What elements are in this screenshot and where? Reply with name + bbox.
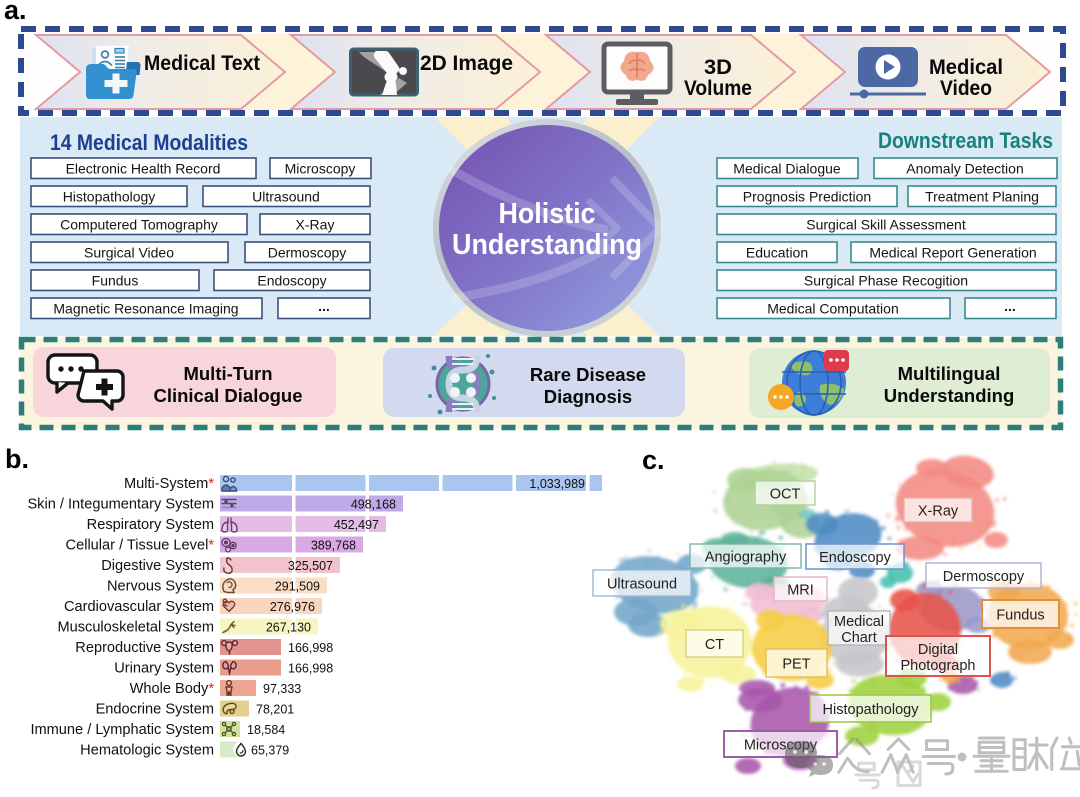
svg-text:Urinary System: Urinary System — [114, 661, 214, 677]
svg-text:Endocrine System: Endocrine System — [96, 702, 214, 718]
svg-text:325,507: 325,507 — [288, 559, 333, 573]
svg-text:Respiratory System: Respiratory System — [87, 517, 214, 533]
svg-text:Medical Text: Medical Text — [144, 52, 260, 75]
svg-text:Medical Report Generation: Medical Report Generation — [869, 245, 1036, 261]
svg-text:Magnetic Resonance Imaging: Magnetic Resonance Imaging — [53, 301, 238, 317]
svg-text:Medical Computation: Medical Computation — [767, 301, 899, 317]
svg-text:Endoscopy: Endoscopy — [819, 550, 891, 566]
svg-text:Digestive System: Digestive System — [101, 558, 214, 574]
svg-text:Computered Tomography: Computered Tomography — [60, 217, 218, 233]
svg-text:Understanding: Understanding — [452, 229, 642, 261]
svg-text:Immune / Lymphatic System: Immune / Lymphatic System — [30, 722, 214, 738]
svg-text:18,584: 18,584 — [247, 723, 285, 737]
svg-text:CT: CT — [705, 637, 724, 653]
svg-text:Chart: Chart — [841, 630, 876, 646]
svg-text:Volume: Volume — [684, 77, 752, 100]
svg-text:Reproductive System: Reproductive System — [75, 640, 214, 656]
svg-text:Electronic Health Record: Electronic Health Record — [66, 161, 221, 177]
svg-text:78,201: 78,201 — [256, 703, 294, 717]
svg-text:...: ... — [1004, 298, 1016, 314]
svg-text:Rare Disease: Rare Disease — [530, 364, 646, 385]
svg-text:Downstream Tasks: Downstream Tasks — [878, 128, 1053, 153]
svg-text:Histopathology: Histopathology — [823, 702, 920, 718]
svg-text:Endoscopy: Endoscopy — [257, 273, 326, 289]
svg-text:1,033,989: 1,033,989 — [529, 477, 585, 491]
svg-text:389,768: 389,768 — [311, 539, 356, 553]
svg-text:Multi-System*: Multi-System* — [124, 476, 214, 492]
svg-text:166,998: 166,998 — [288, 641, 333, 655]
svg-text:Whole Body*: Whole Body* — [130, 681, 215, 697]
svg-text:Digital: Digital — [918, 642, 958, 658]
svg-text:Angiography: Angiography — [705, 550, 787, 566]
svg-text:OCT: OCT — [770, 487, 801, 503]
svg-text:276,976: 276,976 — [270, 600, 315, 614]
svg-text:X-Ray: X-Ray — [296, 217, 335, 233]
svg-text:291,509: 291,509 — [275, 580, 320, 594]
svg-text:Diagnosis: Diagnosis — [544, 386, 632, 407]
svg-text:c.: c. — [642, 445, 665, 475]
svg-text:Anomaly Detection: Anomaly Detection — [906, 161, 1024, 177]
svg-text:Musculoskeletal System: Musculoskeletal System — [57, 620, 214, 636]
svg-text:Multilingual: Multilingual — [898, 363, 1001, 384]
svg-text:Histopathology: Histopathology — [63, 189, 156, 205]
svg-text:Microscopy: Microscopy — [285, 161, 356, 177]
svg-text:Holistic: Holistic — [499, 198, 596, 230]
svg-text:Surgical Phase Recogition: Surgical Phase Recogition — [804, 273, 968, 289]
svg-text:Understanding: Understanding — [884, 385, 1015, 406]
svg-text:Hematologic System: Hematologic System — [80, 743, 214, 759]
svg-text:Medical Dialogue: Medical Dialogue — [733, 161, 841, 177]
svg-text:Cellular / Tissue Level*: Cellular / Tissue Level* — [66, 538, 215, 554]
svg-text:Ultrasound: Ultrasound — [607, 577, 677, 593]
svg-text:...: ... — [318, 298, 330, 314]
svg-text:267,130: 267,130 — [266, 621, 311, 635]
svg-text:166,998: 166,998 — [288, 662, 333, 676]
svg-text:14 Medical Modalities: 14 Medical Modalities — [50, 130, 248, 155]
svg-text:3D: 3D — [704, 56, 732, 79]
svg-text:97,333: 97,333 — [263, 682, 301, 696]
svg-text:452,497: 452,497 — [334, 518, 379, 532]
svg-text:Fundus: Fundus — [92, 273, 139, 289]
svg-text:Treatment Planing: Treatment Planing — [925, 189, 1039, 205]
svg-text:Clinical Dialogue: Clinical Dialogue — [153, 385, 302, 406]
svg-text:Surgical Skill Assessment: Surgical Skill Assessment — [806, 217, 966, 233]
svg-text:MRI: MRI — [787, 583, 814, 599]
svg-text:Medical: Medical — [834, 614, 884, 630]
svg-text:Fundus: Fundus — [996, 608, 1044, 624]
svg-text:Medical: Medical — [929, 56, 1003, 79]
svg-text:498,168: 498,168 — [351, 498, 396, 512]
svg-text:65,379: 65,379 — [251, 744, 289, 758]
svg-text:Dermoscopy: Dermoscopy — [268, 245, 347, 261]
svg-text:a.: a. — [4, 0, 27, 25]
svg-text:Skin / Integumentary System: Skin / Integumentary System — [27, 497, 214, 513]
svg-text:Surgical Video: Surgical Video — [84, 245, 174, 261]
svg-text:b.: b. — [5, 444, 29, 474]
svg-text:Education: Education — [746, 245, 808, 261]
svg-text:Nervous System: Nervous System — [107, 579, 214, 595]
svg-text:2D Image: 2D Image — [420, 52, 513, 75]
svg-text:Prognosis Prediction: Prognosis Prediction — [743, 189, 871, 205]
svg-text:Dermoscopy: Dermoscopy — [943, 569, 1025, 585]
svg-text:PET: PET — [782, 657, 810, 673]
svg-text:Photograph: Photograph — [901, 658, 976, 674]
svg-text:X-Ray: X-Ray — [918, 504, 959, 520]
svg-text:Video: Video — [940, 77, 992, 100]
svg-text:Multi-Turn: Multi-Turn — [183, 363, 272, 384]
svg-text:Ultrasound: Ultrasound — [252, 189, 320, 205]
svg-text:Cardiovascular System: Cardiovascular System — [64, 599, 214, 615]
